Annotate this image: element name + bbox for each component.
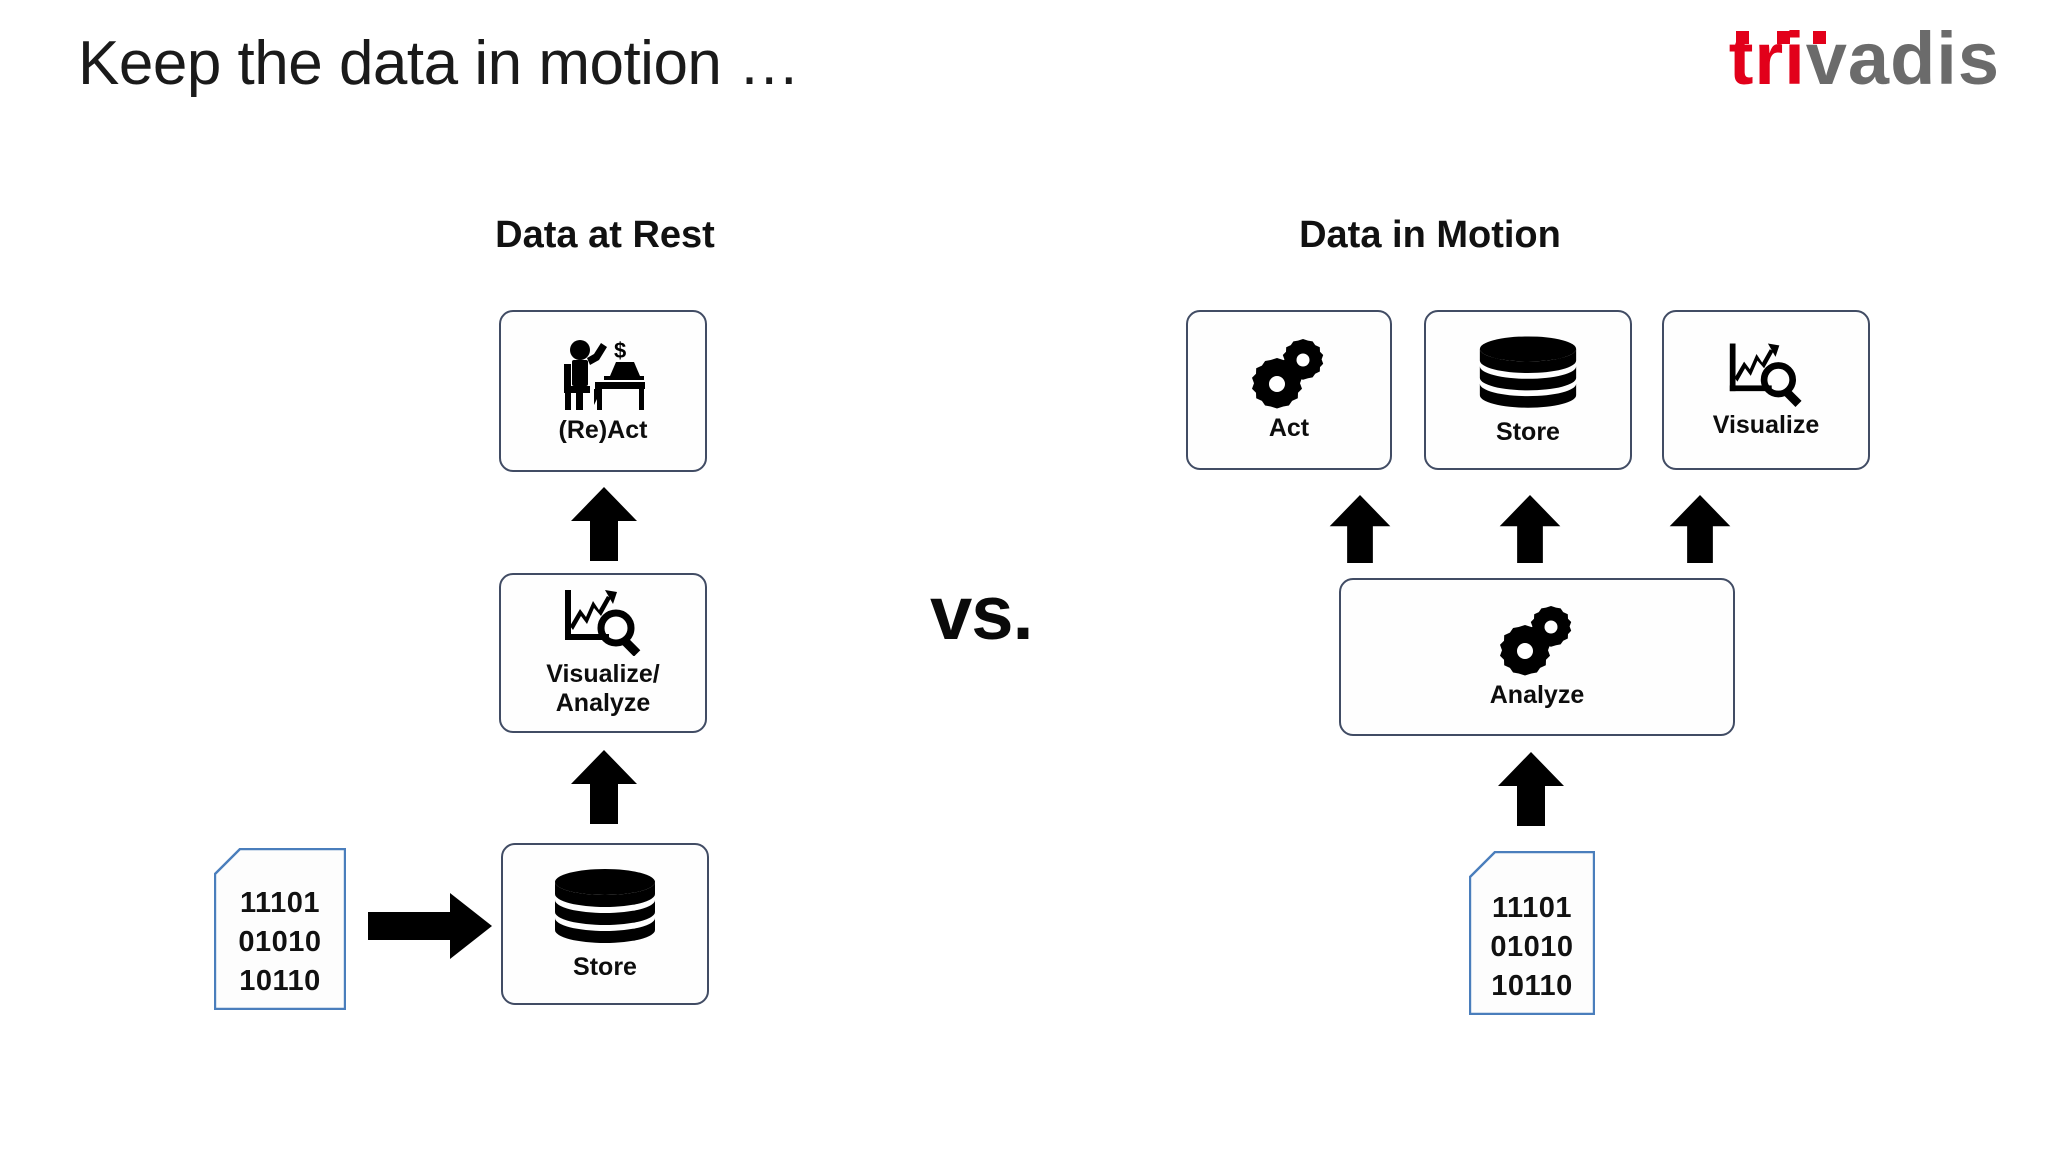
node-box-visualize-analyze[interactable]: Visualize/ Analyze [499,573,707,733]
node-label-visualize: Visualize [1712,411,1820,439]
node-label-react: (Re)Act [558,416,648,444]
binary-line-1: 11101 [240,887,320,919]
logo-text-red: tri [1728,17,1806,100]
node-box-store-right[interactable]: Store [1424,310,1632,470]
node-label-store-left: Store [573,953,637,981]
binary-line-1: 11101 [1492,892,1572,924]
person-at-desk-icon: $ [560,338,646,412]
gears-icon [1497,605,1577,677]
database-icon [551,867,659,949]
node-label-analyze: Analyze [1489,681,1585,709]
column-header-data-in-motion: Data in Motion [1299,214,1561,256]
node-box-store-left[interactable]: Store [501,843,709,1005]
binary-document-left-text: 11101 01010 10110 [214,884,346,1001]
arrow-analyze-to-store [1498,495,1562,563]
binary-line-2: 01010 [1490,930,1574,963]
chart-magnifier-icon [561,588,645,657]
page-title: Keep the data in motion … [78,29,800,98]
database-icon [1476,334,1580,414]
node-label-act: Act [1268,414,1310,442]
svg-text:$: $ [614,338,626,363]
gears-icon [1249,338,1329,410]
node-box-react[interactable]: $ (Re)Act [499,310,707,472]
arrow-document-to-analyze [1498,752,1564,826]
arrow-analyze-to-act [1328,495,1392,563]
node-box-visualize[interactable]: Visualize [1662,310,1870,470]
binary-line-2: 01010 [238,925,322,958]
arrow-store-to-visualize [571,750,637,824]
binary-document-right: 11101 01010 10110 [1469,851,1595,1015]
binary-line-3: 10110 [239,964,321,997]
arrow-document-to-store-left [368,893,492,959]
arrow-visualize-to-react [571,487,637,561]
trivadis-logo: trivadis [1729,22,2000,96]
node-label-store-right: Store [1496,418,1560,446]
comparator-label: vs. [930,571,1034,656]
node-box-act[interactable]: Act [1186,310,1392,470]
chart-magnifier-icon [1726,341,1806,407]
logo-text-gray: vadis [1805,17,2000,100]
binary-document-left: 11101 01010 10110 [214,848,346,1010]
binary-document-right-text: 11101 01010 10110 [1469,889,1595,1006]
node-label-line1: Visualize/ [546,660,660,689]
node-label-visualize-analyze: Visualize/ Analyze [546,660,660,718]
node-box-analyze[interactable]: Analyze [1339,578,1735,736]
node-label-line2: Analyze [555,689,651,717]
arrow-analyze-to-visualize [1668,495,1732,563]
column-header-data-at-rest: Data at Rest [495,214,715,256]
binary-line-3: 10110 [1491,969,1573,1002]
